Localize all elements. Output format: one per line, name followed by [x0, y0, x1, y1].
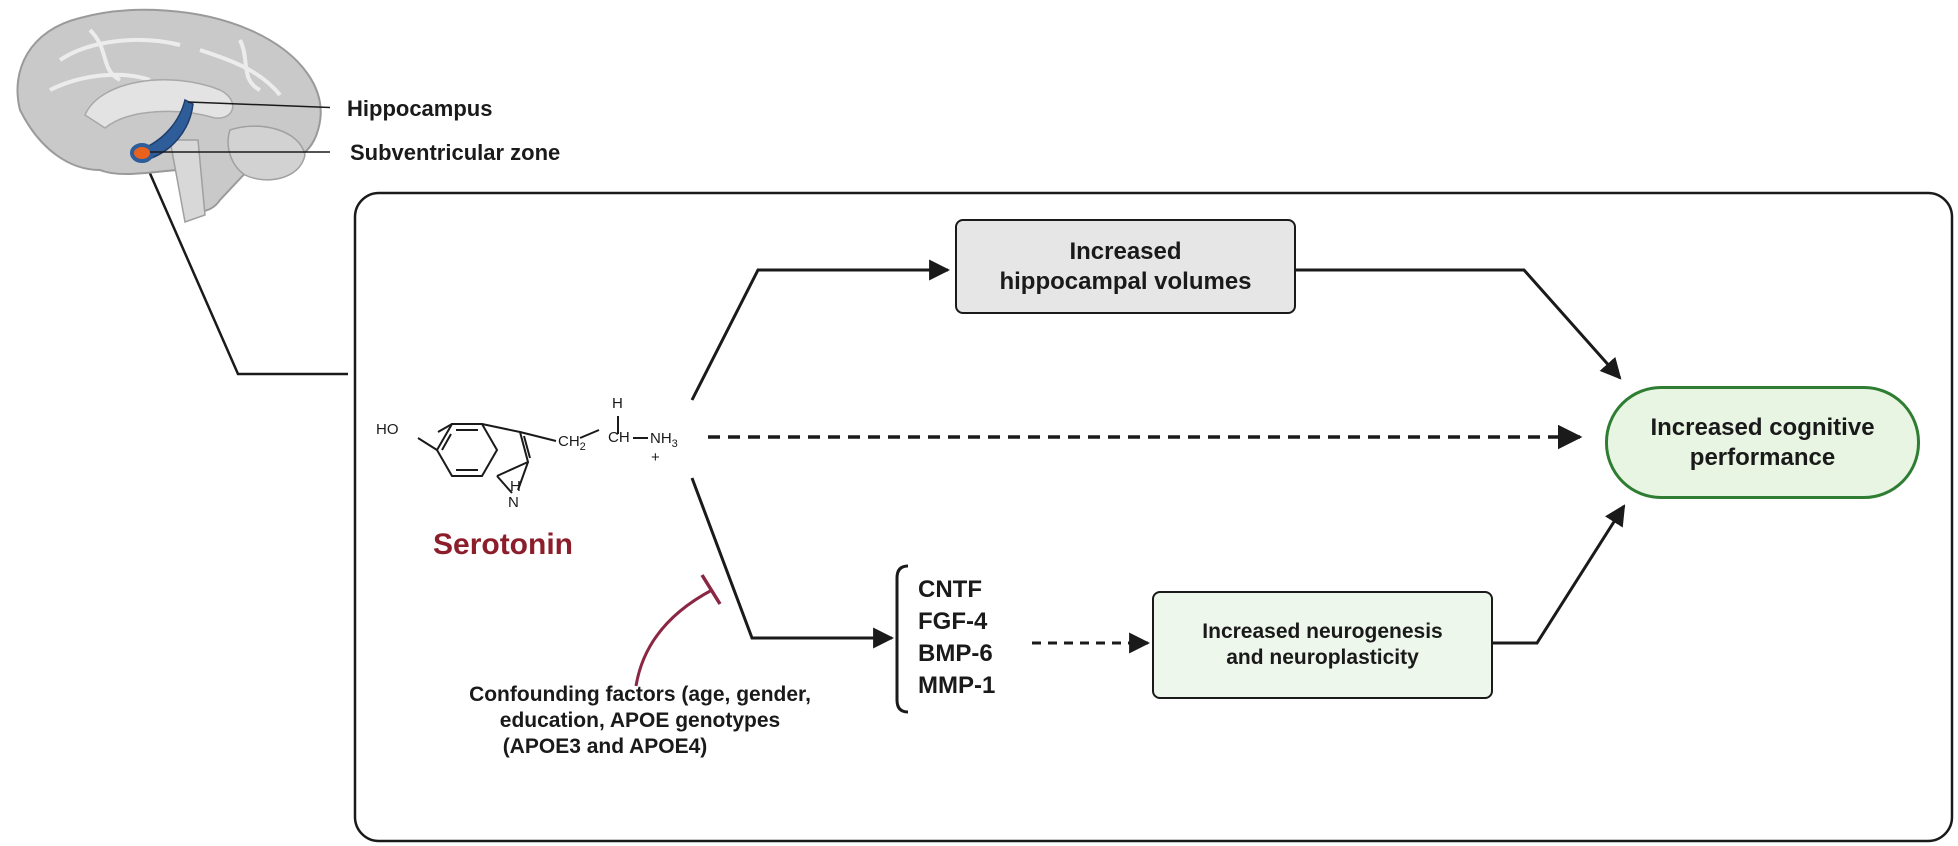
confounding-line1: Confounding factors (age, gender, — [469, 683, 811, 706]
inhibition-bar — [700, 574, 722, 605]
hippocampus-label: Hippocampus — [347, 96, 493, 121]
inhibition-arc — [634, 588, 713, 687]
cognitive-performance-box: Increased cognitive performance — [1605, 386, 1920, 499]
n-label: N — [508, 494, 519, 511]
hippocampal-line1: Increased — [1069, 237, 1182, 265]
cognitive-line1: Increased cognitive — [1650, 413, 1875, 441]
main-frame — [353, 191, 1954, 843]
arrow-to-hippocampal — [690, 259, 951, 401]
arrow-hippocampal-to-cognitive — [1296, 268, 1622, 380]
arrow-to-factors — [690, 477, 895, 649]
serotonin-structure — [417, 416, 648, 494]
serotonin-title: Serotonin — [433, 528, 573, 561]
serotonin-molecule-labels: HO N H CH2 CH H NH3 + — [376, 395, 678, 511]
subventricular-zone-label: Subventricular zone — [350, 140, 561, 165]
brainstem — [169, 139, 206, 223]
corpus-callosum — [84, 79, 234, 129]
cerebellum — [227, 125, 306, 181]
factor-item: CNTF — [918, 576, 982, 603]
factors-bracket — [895, 564, 909, 714]
subventricular-zone-shape — [130, 143, 154, 163]
ho-label: HO — [376, 421, 399, 438]
factor-item: FGF-4 — [918, 608, 988, 635]
charge-label: + — [651, 449, 660, 466]
hippocampal-line2: hippocampal volumes — [999, 267, 1252, 295]
brain-leader-line — [143, 161, 348, 376]
neurogenesis-line2: and neuroplasticity — [1226, 646, 1419, 669]
nh3-label: NH3 — [650, 430, 678, 450]
factors-list: CNTF FGF-4 BMP-6 MMP-1 — [918, 574, 995, 702]
confounding-factors-text: Confounding factors (age, gender, educat… — [430, 682, 850, 760]
hippocampus-shape — [138, 98, 194, 161]
cognitive-line2: performance — [1689, 443, 1836, 471]
hippocampal-volumes-box: Increased hippocampal volumes — [955, 219, 1296, 314]
factor-item: BMP-6 — [918, 640, 993, 667]
ch-label: CH — [608, 429, 630, 446]
neurogenesis-line1: Increased neurogenesis — [1202, 619, 1443, 643]
arrow-neuro-to-cognitive — [1493, 504, 1626, 645]
h-top-label: H — [612, 395, 623, 412]
confounding-line3: (APOE3 and APOE4) — [502, 735, 708, 758]
brain-illustration — [16, 8, 330, 223]
confounding-line2: education, APOE genotypes — [499, 709, 781, 732]
neurogenesis-box: Increased neurogenesis and neuroplastici… — [1152, 591, 1493, 699]
factor-item: MMP-1 — [918, 672, 996, 699]
n-h-label: H — [510, 478, 521, 495]
ch2-label: CH2 — [558, 433, 586, 453]
